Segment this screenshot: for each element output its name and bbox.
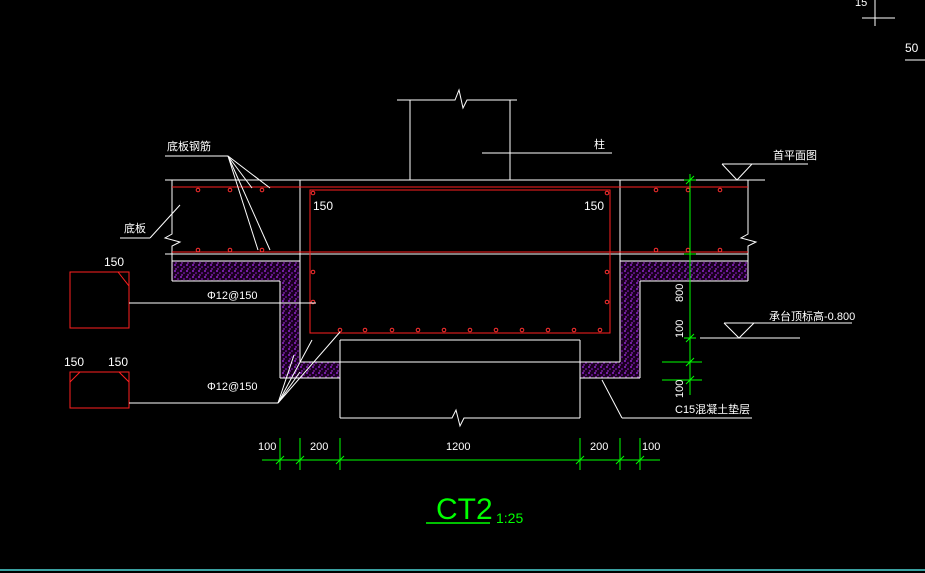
vdim-mid: 100 — [674, 320, 686, 338]
hdim-1: 100 — [258, 441, 276, 453]
hdim-3: 1200 — [446, 441, 470, 453]
floor-level-marker — [721, 163, 808, 181]
hdim-4: 200 — [590, 441, 608, 453]
cushion-layer-right — [580, 261, 748, 378]
slab-outline — [163, 179, 765, 428]
corner-label-right: 50 — [905, 41, 919, 55]
drawing-scale: 1:25 — [496, 510, 523, 526]
leader-slab — [120, 204, 181, 239]
corner-marks — [862, 0, 925, 61]
section-1-dim: 150 — [104, 255, 124, 269]
section-detail-1-diag — [117, 271, 130, 287]
inner-cover-right: 150 — [584, 199, 604, 213]
label-rebar-lower: Φ12@150 — [207, 381, 258, 393]
section-detail-1 — [69, 271, 130, 329]
label-cushion: C15混凝土垫层 — [675, 402, 750, 416]
label-bottom-slab: 底板 — [124, 221, 146, 235]
section-detail-2-diag-left — [69, 371, 81, 383]
hdim-5: 100 — [642, 441, 660, 453]
cap-elevation-marker — [700, 322, 852, 339]
horizontal-dimension — [262, 438, 660, 470]
section-detail-2-diag-right — [118, 371, 130, 383]
label-cap-top-elevation: 承台顶标高-0.800 — [769, 309, 855, 323]
leader-rebar — [165, 155, 271, 251]
section-detail-2 — [69, 371, 130, 409]
corner-label-top: 15 — [855, 0, 867, 9]
column-label: 柱 — [594, 137, 605, 151]
leader-rebar-callouts — [129, 302, 341, 404]
vdim-total: 800 — [674, 284, 686, 302]
vdim-bottom: 100 — [674, 380, 686, 398]
section-2-dim-right: 150 — [108, 355, 128, 369]
inner-cover-left: 150 — [313, 199, 333, 213]
hdim-2: 200 — [310, 441, 328, 453]
section-2-dim-left: 150 — [64, 355, 84, 369]
drawing-title: CT2 — [436, 493, 493, 526]
leader-cushion — [601, 379, 752, 419]
rebar-dots — [195, 187, 723, 333]
rebar — [172, 186, 748, 334]
label-bottom-slab-rebar: 底板钢筋 — [167, 139, 211, 153]
column — [397, 88, 612, 180]
vertical-dimension — [662, 174, 702, 395]
label-finished-floor: 首平面图 — [773, 148, 817, 162]
label-rebar-upper: Φ12@150 — [207, 290, 258, 302]
cushion-layer — [172, 261, 340, 378]
